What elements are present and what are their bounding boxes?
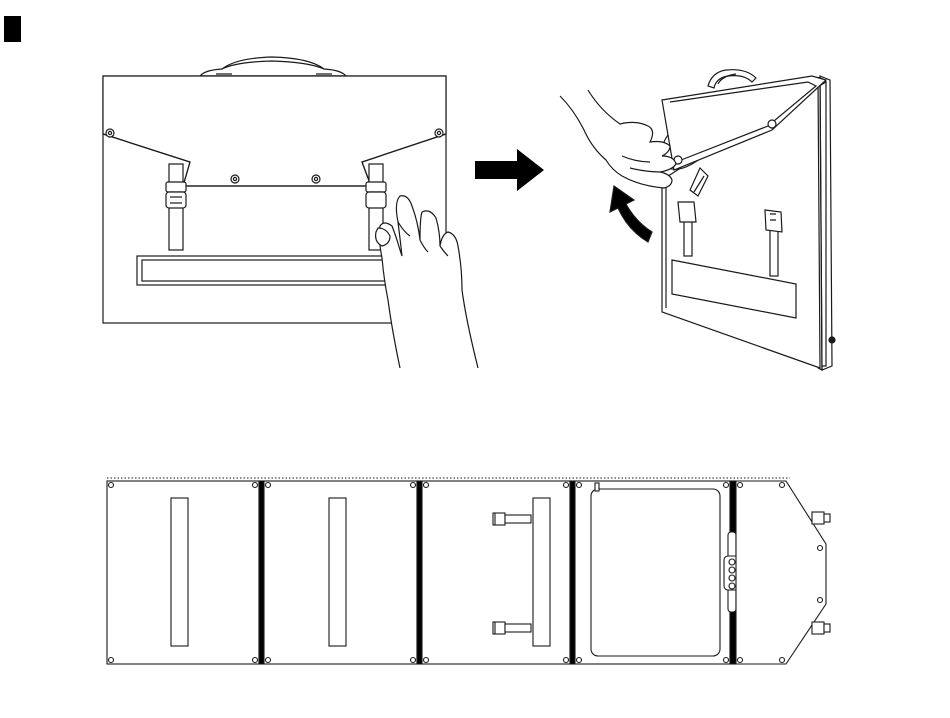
handle-icon [708, 70, 756, 88]
panel-hinge [570, 481, 575, 664]
unfolded-panels [107, 478, 830, 664]
curved-up-arrow-icon [610, 186, 652, 242]
right-arrow-icon [475, 149, 544, 191]
pocket [591, 489, 720, 656]
panel-hinge [259, 481, 264, 664]
panel-hinge [417, 481, 422, 664]
step-marker [4, 16, 21, 42]
hand-icon [560, 90, 676, 188]
opening-case-panel [560, 70, 835, 370]
handle-icon [200, 57, 346, 76]
control-panel [736, 481, 826, 664]
closed-case-panel [103, 57, 478, 368]
